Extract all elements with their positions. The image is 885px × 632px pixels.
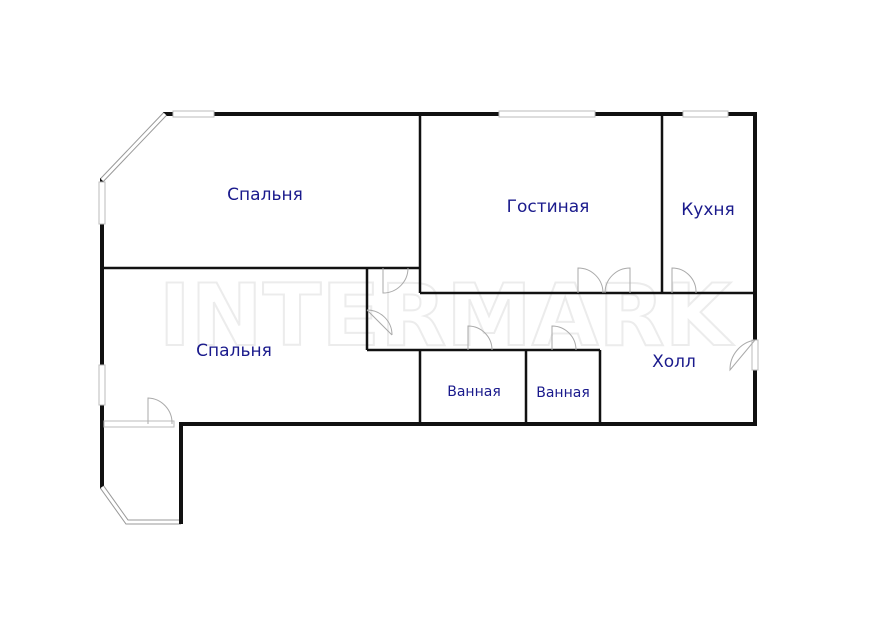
interior-walls [102,114,755,424]
room-label-living: Гостиная [507,197,590,217]
room-label-bath-1: Ванная [447,384,501,400]
room-label-bath-2: Ванная [536,385,590,401]
room-label-bedroom-1: Спальня [227,185,303,205]
windows [98,110,759,428]
room-labels: Спальня Спальня Гостиная Кухня Холл Ванн… [196,185,735,401]
doors [147,267,756,425]
room-label-kitchen: Кухня [681,200,735,220]
room-label-bedroom-2: Спальня [196,341,272,361]
room-label-hall: Холл [652,352,696,372]
